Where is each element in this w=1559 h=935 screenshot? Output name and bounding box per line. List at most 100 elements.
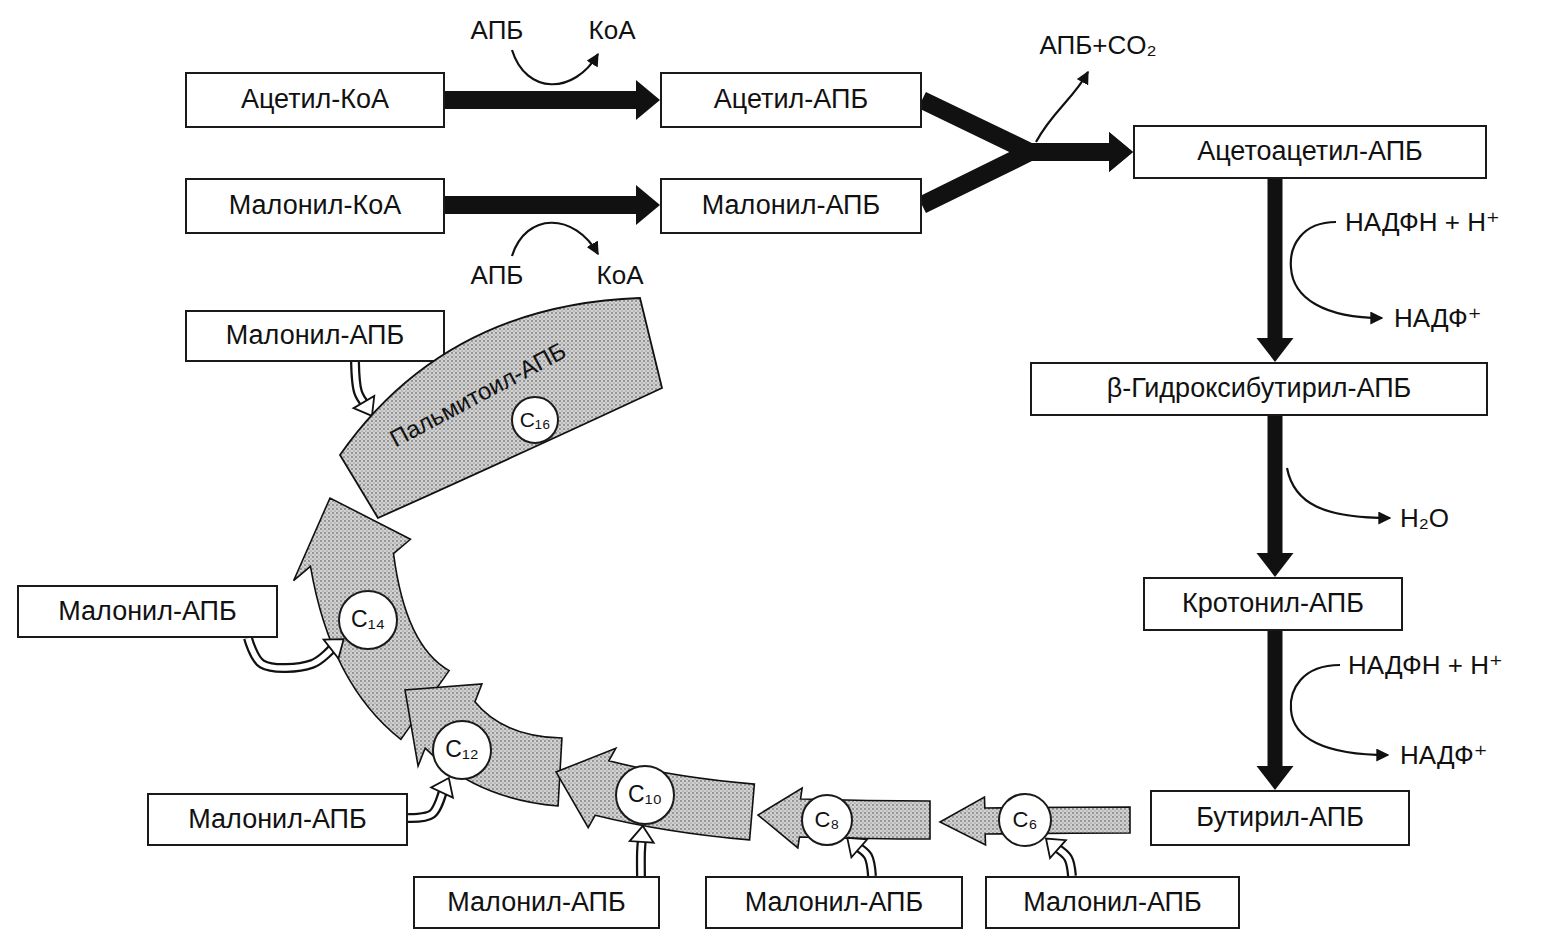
arrow-shaft	[1268, 179, 1283, 341]
carbon-count: C₁₀	[628, 782, 662, 807]
elongation-arrow	[758, 788, 930, 848]
process-box: Малонил-АПБ	[985, 876, 1240, 929]
carbon-count-circle: C₁₆	[511, 396, 559, 444]
carbon-count-circle: C₁₀	[615, 765, 675, 825]
arrow-inner	[857, 846, 872, 876]
arrow-shaft	[1268, 631, 1283, 769]
arrow-shaft	[922, 152, 1112, 205]
compound-name: Малонил-АПБ	[188, 805, 366, 835]
arrow-inner	[355, 362, 365, 405]
cofactor-label: НАДФН + H⁺	[1348, 651, 1503, 680]
arrow-inner	[1056, 847, 1072, 876]
cofactor-arrow	[512, 50, 598, 84]
elongation-arrow	[405, 684, 562, 806]
carbon-count: C₁₆	[520, 408, 551, 431]
process-box: β-Гидроксибутирил-АПБ	[1030, 362, 1488, 416]
carbon-count: C₆	[1013, 808, 1038, 832]
arrow-head	[636, 185, 660, 225]
compound-name: Ацетил-КоА	[241, 85, 389, 115]
arrow-head	[1257, 553, 1294, 577]
compound-name: Малонил-АПБ	[745, 888, 923, 918]
band-outline	[335, 292, 665, 524]
water-arrow	[1287, 468, 1390, 518]
cofactor-label: КоА	[589, 16, 636, 45]
cofactor-label: АПБ	[471, 261, 524, 290]
compound-name: Малонил-АПБ	[1023, 888, 1201, 918]
compound-name: Ацетоацетил-АПБ	[1197, 137, 1423, 167]
arrow-head	[324, 639, 344, 658]
carbon-count-circle: C₆	[998, 793, 1052, 847]
malonyl-feed-arrow	[408, 778, 453, 818]
reaction-arrow	[445, 80, 660, 120]
compound-name: Малонил-АПБ	[58, 597, 236, 627]
reaction-arrow	[1257, 416, 1294, 577]
carbon-count: C₁₂	[445, 737, 478, 762]
malonyl-feed-arrow	[630, 826, 654, 876]
arrow-shaft	[445, 91, 639, 109]
cofactor-arrow	[512, 223, 598, 256]
arrow-outline	[408, 790, 443, 818]
arrow-head	[847, 838, 867, 858]
band-shape	[340, 298, 662, 518]
process-box: Ацетил-КоА	[185, 72, 445, 128]
arrow-head	[636, 80, 660, 120]
arrow-head	[1257, 766, 1294, 790]
process-box: Малонил-АПБ	[660, 178, 922, 234]
process-box: Бутирил-АПБ	[1150, 790, 1410, 846]
compound-name: Кротонил-АПБ	[1182, 589, 1364, 619]
malonyl-feed-arrow	[354, 362, 375, 416]
cofactor-label: НАДФ⁺	[1400, 741, 1488, 770]
arrow-head	[1046, 839, 1066, 859]
cofactor-label: НАДФН + H⁺	[1345, 208, 1500, 237]
elongation-arrow	[556, 748, 754, 840]
cofactor-label: АПБ	[471, 16, 524, 45]
arrow-inner	[248, 638, 333, 668]
process-box: Малонил-АПБ	[705, 876, 963, 929]
arrow-inner	[408, 790, 443, 818]
arrow-head	[1109, 132, 1133, 172]
reaction-arrow	[1257, 179, 1294, 362]
arrow-outline	[641, 839, 642, 876]
compound-name: Малонил-АПБ	[447, 888, 625, 918]
compound-name: Ацетил-АПБ	[714, 85, 868, 115]
arrow-head	[431, 778, 453, 798]
arrow-head	[630, 826, 654, 843]
arrow-head	[354, 396, 375, 416]
cofactor-label: КоА	[597, 261, 644, 290]
cofactor-label: АПБ+CO₂	[1039, 31, 1156, 60]
malonyl-feed-arrow	[248, 638, 344, 668]
compound-name: β-Гидроксибутирил-АПБ	[1107, 374, 1412, 404]
cofactor-label: НАДФ⁺	[1394, 304, 1482, 333]
elongation-spiral	[294, 498, 1130, 848]
cofactor-label: H₂O	[1400, 504, 1449, 533]
reaction-arrow	[922, 132, 1133, 205]
arrow-head	[1109, 132, 1133, 172]
arrow-outline	[857, 846, 872, 876]
process-box: Малонил-АПБ	[147, 793, 408, 846]
compound-name: Малонил-АПБ	[702, 191, 880, 221]
process-box: Малонил-АПБ	[17, 585, 278, 638]
carbon-count-circle: C₈	[801, 794, 853, 846]
carbon-count-circle: C₁₂	[432, 720, 492, 780]
reaction-arrow	[1257, 631, 1294, 790]
arrow-outline	[248, 638, 333, 668]
reaction-arrow	[445, 185, 660, 225]
carbon-count: C₈	[814, 808, 839, 832]
arrow-head	[1257, 338, 1294, 362]
release-arrow	[1036, 72, 1088, 142]
process-box: Малонил-КоА	[185, 178, 445, 234]
arrow-outline	[355, 362, 365, 405]
compound-name: Малонил-КоА	[229, 191, 401, 221]
carbon-count: C₁₄	[351, 607, 385, 632]
arrow-outline	[1056, 847, 1072, 876]
arrow-shaft	[1268, 416, 1283, 556]
carbon-count-circle: C₁₄	[338, 590, 398, 650]
arrow-shaft	[445, 196, 639, 214]
compound-name: Бутирил-АПБ	[1196, 803, 1364, 833]
malonyl-feed-arrow	[1046, 839, 1072, 876]
cofactor-arrow	[1291, 222, 1382, 318]
process-box: Ацетоацетил-АПБ	[1133, 125, 1487, 179]
process-box: Кротонил-АПБ	[1143, 577, 1403, 631]
